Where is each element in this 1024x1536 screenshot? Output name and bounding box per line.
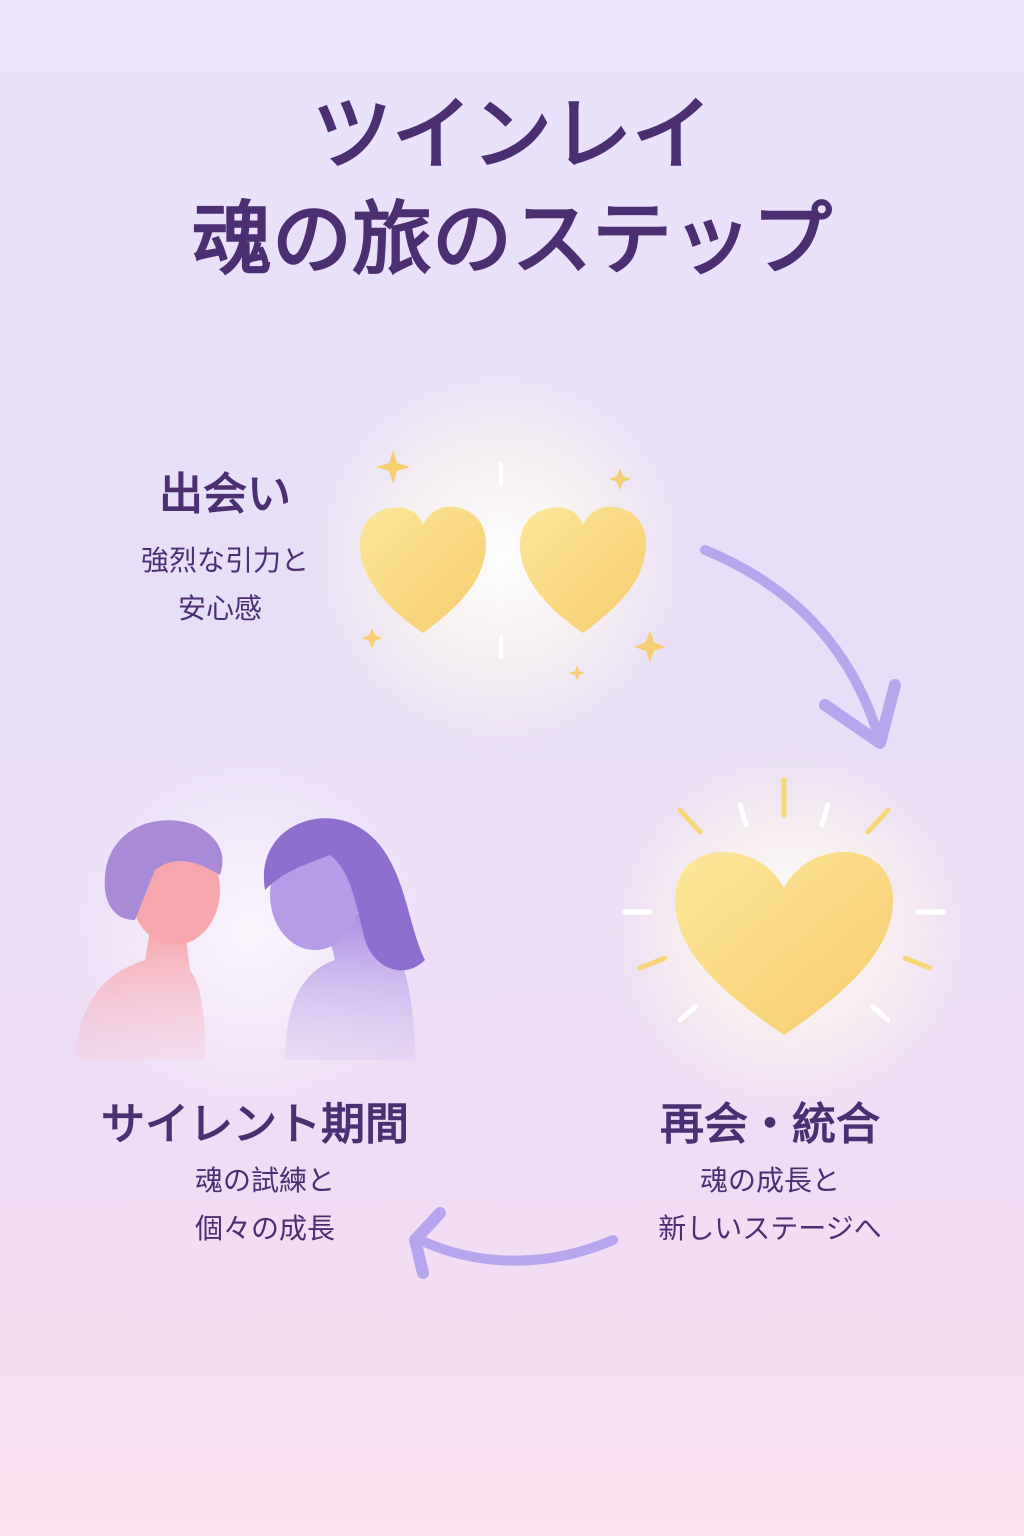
step-reunion-heading: 再会・統合 <box>660 1099 880 1150</box>
step-silent-desc-1: 魂の試練と <box>194 1164 335 1197</box>
step-reunion-desc-2: 新しいステージへ <box>658 1212 882 1245</box>
title-line-2: 魂の旅のステップ <box>192 193 832 286</box>
step-silent-heading: サイレント期間 <box>101 1099 409 1150</box>
step-meeting-desc-1: 強烈な引力と <box>140 544 309 577</box>
two-people-illustration <box>75 818 425 1060</box>
arrow-left-icon <box>409 1207 618 1279</box>
arrow-down-right-icon <box>700 545 901 749</box>
step-meeting-desc-2: 安心感 <box>177 592 262 625</box>
step-reunion-desc-1: 魂の成長と <box>699 1164 840 1197</box>
twin-hearts-icon <box>360 450 666 681</box>
step-silent-desc-2: 個々の成長 <box>194 1212 335 1245</box>
glowing-heart-icon <box>622 777 946 1035</box>
title-line-1: ツインレイ <box>312 88 712 181</box>
step-meeting-heading: 出会い <box>159 469 291 520</box>
